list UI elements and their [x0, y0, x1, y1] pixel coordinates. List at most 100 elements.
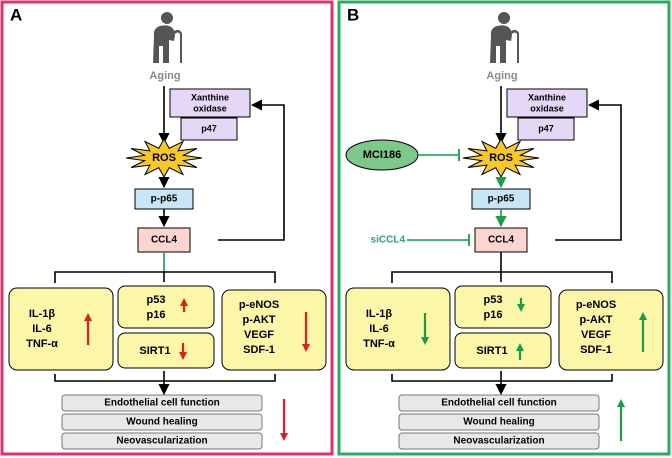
- neovascularization-label: Neovascularization: [116, 436, 207, 447]
- panel-a-border: [0, 0, 334, 456]
- vegf-label: VEGF: [244, 329, 274, 341]
- endothelial-function-box: [398, 394, 600, 412]
- p53-label: p53: [147, 294, 166, 306]
- neovascularization-box: [61, 432, 263, 450]
- p53-p16-box: [454, 285, 552, 329]
- endothelial-function-label: Endothelial cell function: [104, 398, 220, 409]
- cytokine-change-arrow-head: [421, 337, 429, 345]
- elderly-person-icon-head: [161, 12, 173, 24]
- il6-label: IL-6: [369, 323, 389, 335]
- sirt1-change-arrow-head: [179, 352, 187, 360]
- outcome-change-arrow: [617, 399, 625, 441]
- wound-healing-label: Wound healing: [126, 417, 197, 428]
- cytokine-box: [8, 287, 114, 371]
- aging-label: Aging: [486, 70, 517, 82]
- endothelial-function-label: Endothelial cell function: [441, 398, 557, 409]
- pp65-label: p-p65: [488, 194, 515, 205]
- p53-change-arrow-head: [180, 298, 188, 306]
- aging-label: Aging: [149, 70, 180, 82]
- ccl4-box: [474, 227, 528, 253]
- il1b-label: IL-1β: [366, 308, 393, 320]
- p53-change-arrow: [180, 298, 188, 312]
- p53-label: p53: [484, 294, 503, 306]
- sirt1-label: SIRT1: [476, 345, 507, 357]
- enos-change-arrow-head: [639, 312, 647, 320]
- cytokine-change-arrow: [84, 313, 92, 345]
- cytokine-change-arrow-head: [84, 313, 92, 321]
- wound-healing-box: [398, 413, 600, 431]
- wound-healing-label: Wound healing: [463, 417, 534, 428]
- cytokine-box: [345, 287, 451, 371]
- xanthine-label: Xanthine: [191, 92, 229, 102]
- elderly-person-icon-cane: [511, 29, 519, 63]
- enos-box: [221, 289, 327, 371]
- ros-label: ROS: [489, 152, 513, 164]
- branch-bracket: [54, 271, 276, 283]
- oxidase-label: oxidase: [193, 103, 227, 113]
- mci186-label: MCI186: [363, 149, 402, 161]
- wound-healing-box: [61, 413, 263, 431]
- sdf1-label: SDF-1: [580, 344, 612, 356]
- p47-label: p47: [538, 123, 554, 133]
- neovascularization-label: Neovascularization: [453, 436, 544, 447]
- p47-label: p47: [201, 123, 217, 133]
- merge-bracket: [54, 374, 276, 382]
- outcome-change-arrow-head: [617, 399, 625, 407]
- elderly-person-icon: [153, 12, 182, 63]
- ccl4-label: CCL4: [488, 235, 515, 246]
- p53-p16-box: [117, 285, 215, 329]
- peNOS-label: p-eNOS: [239, 299, 279, 311]
- sirt1-change-arrow-head: [516, 343, 524, 351]
- outcome-change-arrow-head: [280, 433, 288, 441]
- il1b-label: IL-1β: [29, 308, 56, 320]
- p53-change-arrow: [517, 298, 525, 312]
- feedback-loop-arrow: [218, 99, 285, 241]
- xanthine-oxidase-box: [169, 88, 251, 118]
- pakt-label: p-AKT: [580, 314, 613, 326]
- panel-a-letter: A: [10, 5, 22, 24]
- il6-label: IL-6: [32, 323, 52, 335]
- endothelial-function-box: [61, 394, 263, 412]
- pakt-label: p-AKT: [243, 314, 276, 326]
- panel-b-letter: B: [347, 5, 359, 24]
- neovascularization-box: [398, 432, 600, 450]
- p47-box: [517, 117, 575, 141]
- pp65-label: p-p65: [151, 194, 178, 205]
- elderly-person-icon-body: [490, 25, 512, 63]
- tnfa-label: TNF-α: [26, 338, 58, 350]
- oxidase-label: oxidase: [530, 103, 564, 113]
- elderly-person-icon-cane: [174, 29, 182, 63]
- panel-b-border: [337, 0, 671, 456]
- sdf1-label: SDF-1: [243, 344, 275, 356]
- enos-change-arrow: [639, 312, 647, 352]
- xanthine-oxidase-box: [506, 88, 588, 118]
- p16-label: p16: [147, 309, 166, 321]
- outcome-change-arrow: [280, 399, 288, 441]
- enos-box: [558, 289, 664, 371]
- sirt1-box: [454, 332, 552, 369]
- sirt1-label: SIRT1: [139, 345, 170, 357]
- elderly-person-icon-body: [153, 25, 175, 63]
- p47-box: [180, 117, 238, 141]
- elderly-person-icon: [490, 12, 519, 63]
- tnfa-label: TNF-α: [363, 338, 395, 350]
- vegf-label: VEGF: [581, 329, 611, 341]
- sirt1-change-arrow: [516, 343, 524, 360]
- p16-label: p16: [484, 309, 503, 321]
- branch-bracket: [391, 271, 613, 283]
- ccl4-label: CCL4: [151, 235, 178, 246]
- ros-label: ROS: [152, 152, 176, 164]
- enos-change-arrow: [302, 312, 310, 352]
- elderly-person-icon-head: [498, 12, 510, 24]
- p53-change-arrow-head: [517, 304, 525, 312]
- feedback-loop-arrow: [555, 99, 622, 241]
- enos-change-arrow-head: [302, 344, 310, 352]
- xanthine-label: Xanthine: [528, 92, 566, 102]
- cytokine-change-arrow: [421, 313, 429, 345]
- peNOS-label: p-eNOS: [576, 299, 616, 311]
- siccl4-label: siCCL4: [371, 235, 406, 246]
- sirt1-box: [117, 332, 215, 369]
